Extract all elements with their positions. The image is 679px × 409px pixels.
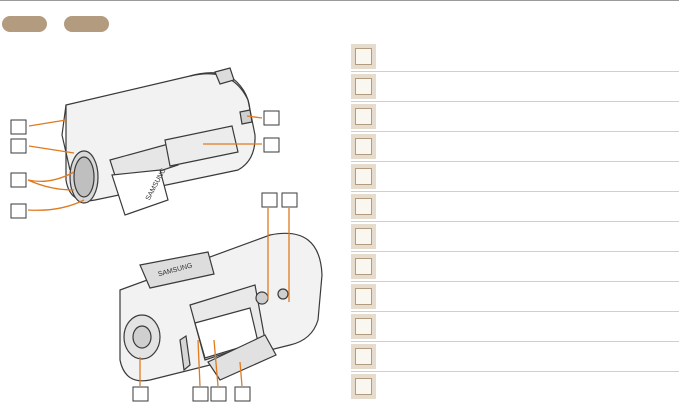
camcorder-side-view [119,232,323,382]
part-number-box [351,224,376,249]
camcorder-top-view [61,67,256,216]
top-rule [0,0,679,1]
section-tab-2[interactable] [64,16,109,32]
part-row [351,222,679,252]
part-number-box [351,344,376,369]
section-tab-1[interactable] [2,16,47,32]
part-number-box [351,44,376,69]
part-row [351,72,679,102]
part-row [351,252,679,282]
part-row [351,342,679,372]
part-number-box [351,194,376,219]
part-row [351,372,679,402]
parts-list [351,42,679,402]
part-number-box [351,254,376,279]
callout-lines [27,115,290,387]
part-row [351,42,679,72]
part-number-box [351,104,376,129]
part-number-box [351,284,376,309]
part-number-box [351,74,376,99]
part-row [351,282,679,312]
part-row [351,102,679,132]
part-number-box [351,164,376,189]
part-row [351,162,679,192]
part-number-box [351,134,376,159]
camcorder-figure: SAMSUNG SAMSUNG [0,40,340,404]
callout-boxes [10,110,298,402]
part-number-box [351,374,376,399]
part-row [351,132,679,162]
part-number-box [351,314,376,339]
part-row [351,192,679,222]
part-row [351,312,679,342]
